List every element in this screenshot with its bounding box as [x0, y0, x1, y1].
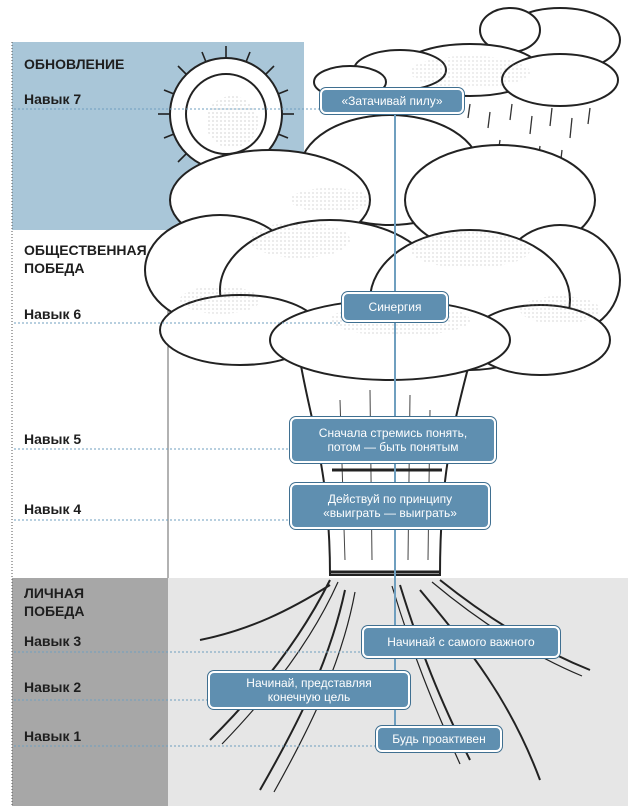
habit-5-pill: Сначала стремись понять, потом — быть по…: [290, 417, 496, 463]
tree-trunk: [298, 359, 472, 576]
habit-6-label: Навык 6: [24, 306, 82, 322]
habit-7-pill: «Затачивай пилу»: [320, 88, 464, 114]
habit-2-label: Навык 2: [24, 679, 82, 695]
habit-3-label: Навык 3: [24, 633, 82, 649]
habit-1-label: Навык 1: [24, 728, 82, 744]
habit-7-label: Навык 7: [24, 91, 82, 107]
tree-canopy: [144, 114, 621, 381]
section-renewal-label: ОБНОВЛЕНИЕ: [24, 56, 125, 72]
habit-2-pill: Начинай, представляя конечную цель: [208, 671, 410, 709]
section-public-victory-label: ОБЩЕСТВЕННАЯ ПОБЕДА: [24, 242, 147, 276]
private-victory-label-band: [12, 578, 168, 806]
habit-5-label: Навык 5: [24, 431, 82, 447]
sun-icon: [158, 46, 294, 182]
habit-3-pill: Начинай с самого важного: [362, 626, 560, 658]
habit-4-label: Навык 4: [24, 501, 82, 517]
habit-1-pill: Будь проактивен: [376, 726, 502, 752]
section-private-victory-label: ЛИЧНАЯ ПОБЕДА: [24, 585, 85, 619]
rain-icon: [467, 103, 591, 169]
habit-6-pill: Синергия: [342, 292, 448, 322]
habit-4-pill: Действуй по принципу «выиграть — выиграт…: [290, 483, 490, 529]
